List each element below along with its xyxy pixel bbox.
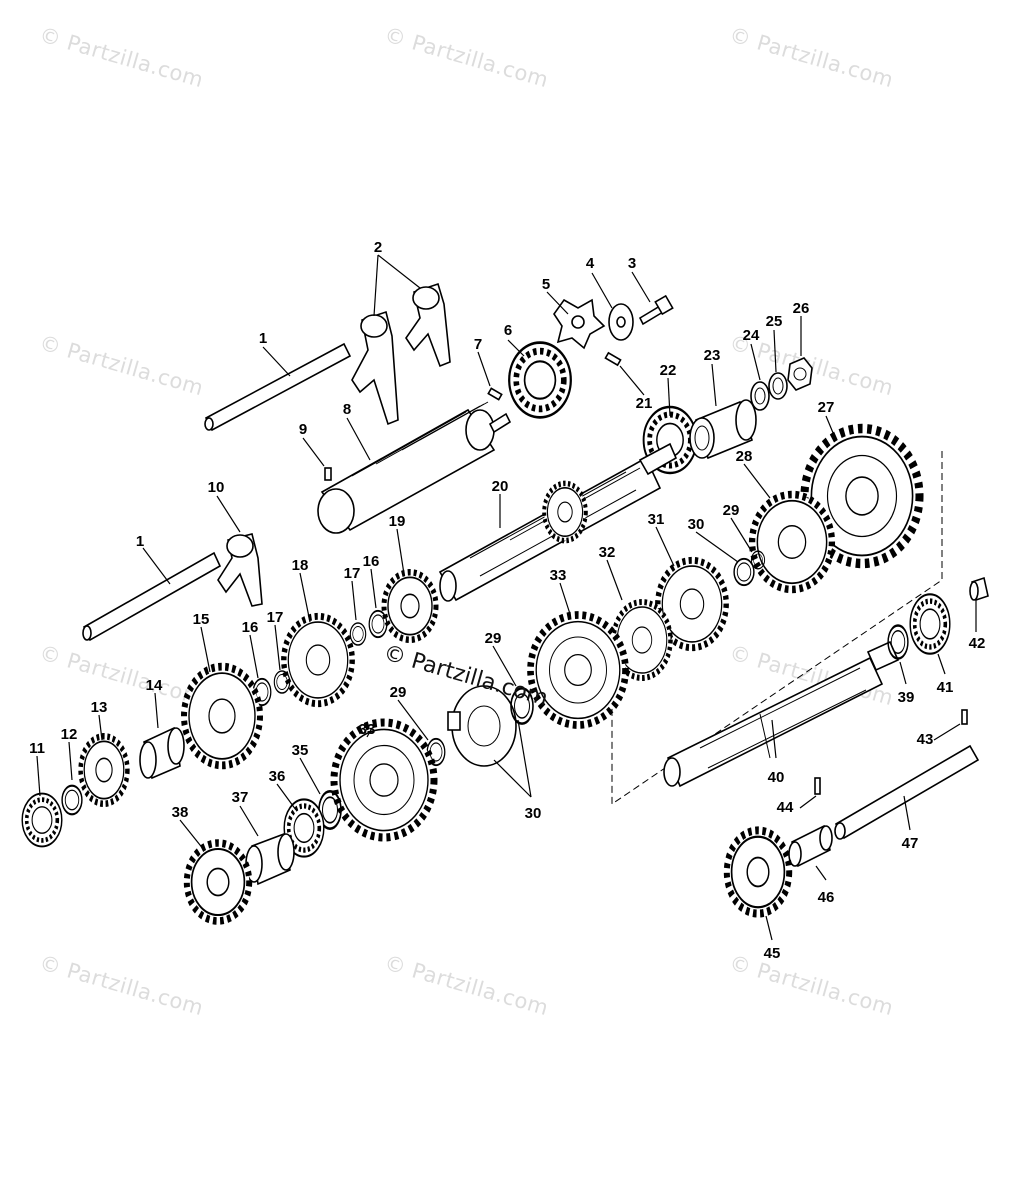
- callout-18: 18: [292, 557, 309, 574]
- callout-3: 3: [628, 255, 636, 272]
- shift-drum: [317, 401, 512, 534]
- callout-38: 38: [172, 804, 189, 821]
- washer-12: [61, 784, 83, 816]
- output-shaft: [663, 640, 900, 788]
- pin-43: [961, 709, 968, 725]
- callout-13: 13: [91, 699, 108, 716]
- bushing-46: [788, 824, 833, 868]
- callout-9: 9: [299, 421, 307, 438]
- callout-10: 10: [208, 479, 225, 496]
- callout-1: 1: [136, 533, 144, 550]
- bearing-6: [509, 343, 571, 418]
- shift-hub-30: [447, 685, 517, 767]
- callout-labels: 1 1 2 3 4 5 6 7 8 9 10 11 12 13 14 15 16…: [29, 239, 985, 962]
- callout-37: 37: [232, 789, 249, 806]
- pin-44: [814, 777, 821, 795]
- callout-11: 11: [29, 740, 45, 757]
- callout-29: 29: [390, 684, 407, 701]
- gear-15: [184, 667, 260, 766]
- washer-39: [886, 624, 910, 660]
- callout-35: 35: [292, 742, 309, 759]
- callout-46: 46: [818, 889, 835, 906]
- callout-19: 19: [389, 513, 406, 530]
- callout-43: 43: [917, 731, 934, 748]
- callout-31: 31: [648, 511, 665, 528]
- callout-30: 30: [525, 805, 542, 822]
- callout-1: 1: [259, 330, 267, 347]
- gear-33-upper: [531, 615, 626, 725]
- pin-21: [604, 351, 622, 367]
- gear-33-lower: [334, 723, 434, 838]
- callout-17: 17: [344, 565, 361, 582]
- callout-45: 45: [764, 945, 781, 962]
- shift-fork-lower: [217, 533, 263, 607]
- callout-7: 7: [474, 336, 482, 353]
- callout-36: 36: [269, 768, 286, 785]
- callout-42: 42: [969, 635, 986, 652]
- plug-42: [969, 576, 989, 602]
- ring-30-upper: [733, 557, 755, 587]
- callout-33: 33: [359, 721, 376, 738]
- washer-25: [768, 372, 788, 400]
- idler-shaft-47: [834, 744, 980, 840]
- bushing-37: [245, 832, 295, 886]
- callout-27: 27: [818, 399, 835, 416]
- bearing-41: [910, 594, 950, 653]
- gear-13: [81, 736, 128, 804]
- callout-44: 44: [777, 799, 794, 816]
- bearing-11: [22, 794, 62, 847]
- callout-33: 33: [550, 567, 567, 584]
- shift-fork-right: [405, 282, 451, 368]
- callout-16: 16: [242, 619, 259, 636]
- callout-14: 14: [146, 677, 163, 694]
- callout-12: 12: [61, 726, 78, 743]
- callout-25: 25: [766, 313, 783, 330]
- drum-pin-upper: [487, 387, 503, 401]
- gear-19: [384, 572, 436, 640]
- clip-17-lower: [273, 670, 291, 694]
- callout-32: 32: [599, 544, 616, 561]
- shift-fork-left: [351, 310, 399, 426]
- nut-26: [787, 357, 813, 391]
- callout-6: 6: [504, 322, 512, 339]
- callout-22: 22: [660, 362, 677, 379]
- callout-24: 24: [743, 327, 760, 344]
- callout-20: 20: [492, 478, 509, 495]
- callout-2: 2: [374, 239, 382, 256]
- callout-21: 21: [636, 395, 653, 412]
- callout-17: 17: [267, 609, 284, 626]
- callout-39: 39: [898, 689, 915, 706]
- callout-41: 41: [937, 679, 954, 696]
- callout-4: 4: [586, 255, 595, 272]
- bushing-14: [139, 726, 185, 780]
- gear-45: [727, 830, 789, 913]
- gear-28: [752, 495, 832, 590]
- callout-23: 23: [704, 347, 721, 364]
- gear-38: [187, 843, 249, 921]
- callout-40: 40: [768, 769, 785, 786]
- shift-rod-lower: [82, 551, 222, 642]
- washer-24: [750, 381, 770, 411]
- bushing-23: [689, 399, 757, 460]
- callout-8: 8: [343, 401, 351, 418]
- callout-15: 15: [193, 611, 210, 628]
- callout-16: 16: [363, 553, 380, 570]
- callout-26: 26: [793, 300, 810, 317]
- callout-47: 47: [902, 835, 919, 852]
- gear-18: [284, 616, 352, 703]
- callout-30: 30: [688, 516, 705, 533]
- callout-29: 29: [485, 630, 502, 647]
- bolt-3: [638, 294, 674, 326]
- callout-29: 29: [723, 502, 740, 519]
- clip-17-upper: [349, 622, 367, 646]
- drum-pin: [324, 467, 332, 481]
- shift-rod-upper: [204, 342, 352, 432]
- callout-28: 28: [736, 448, 753, 465]
- main-shaft-gear: [544, 483, 586, 540]
- washer-16-upper: [368, 609, 388, 639]
- leader-lines: [36, 254, 977, 941]
- callout-5: 5: [542, 276, 550, 293]
